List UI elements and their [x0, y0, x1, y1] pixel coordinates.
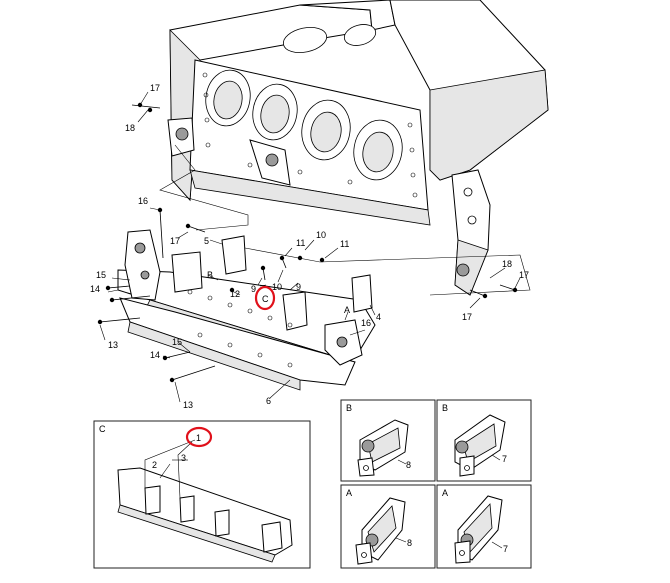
callout-18: 18	[502, 259, 512, 269]
callout-5: 5	[204, 236, 209, 246]
callout-18: 18	[125, 123, 135, 133]
callout-11: 11	[296, 238, 305, 248]
callout-14: 14	[90, 284, 100, 294]
callout-17: 17	[462, 312, 472, 322]
leader-lines	[99, 91, 531, 403]
callout-11: 11	[340, 239, 349, 249]
detail-b-left-part: 8	[406, 460, 411, 470]
callout-9: 9	[251, 284, 256, 294]
callout-13: 13	[108, 340, 118, 350]
detail-c-panel: C 1 2 3	[93, 420, 311, 569]
detail-a-left-part: 8	[407, 538, 412, 548]
callout-A: A	[344, 305, 350, 315]
callout-6: 6	[266, 396, 271, 406]
callout-13: 13	[183, 400, 193, 410]
detail-a-right-part: 7	[503, 544, 508, 554]
detail-c-callout-2: 2	[152, 460, 157, 470]
callout-17: 17	[519, 270, 529, 280]
callout-4: 4	[376, 312, 381, 322]
callout-14: 14	[150, 350, 160, 360]
callout-15: 15	[172, 337, 182, 347]
detail-a-right-panel: A 7	[436, 484, 532, 569]
detail-c-label: C	[99, 424, 106, 434]
callout-17: 17	[150, 83, 160, 93]
callout-9: 9	[296, 282, 301, 292]
detail-b-right-panel: B 7	[436, 399, 532, 482]
highlight-ring	[185, 426, 213, 448]
detail-a-left-label: A	[346, 488, 352, 498]
detail-c-callout-1: 1	[196, 433, 201, 443]
highlight-ring	[254, 285, 276, 311]
callout-10: 10	[316, 230, 326, 240]
bumper-bar-assembly	[97, 102, 518, 391]
frame-crossmember-assembly	[167, 0, 549, 296]
detail-b-left-label: B	[346, 403, 352, 413]
callout-12: 12	[230, 289, 240, 299]
detail-b-right-part: 7	[502, 454, 507, 464]
detail-c-callout-3: 3	[181, 453, 186, 463]
callout-B: B	[207, 270, 213, 280]
callout-15: 15	[96, 270, 106, 280]
detail-a-left-panel: A 8	[340, 484, 436, 569]
callout-17: 17	[170, 236, 180, 246]
callout-10: 10	[272, 282, 282, 292]
detail-a-right-label: A	[442, 488, 448, 498]
detail-b-right-label: B	[442, 403, 448, 413]
callout-16: 16	[138, 196, 148, 206]
callout-labels: 17 18 16 17 5 11 10 11 15 14 B 12 9 10 9…	[90, 83, 529, 410]
detail-b-left-panel: B 8	[340, 399, 436, 482]
callout-16: 16	[361, 318, 371, 328]
callout-C: C	[262, 294, 269, 304]
